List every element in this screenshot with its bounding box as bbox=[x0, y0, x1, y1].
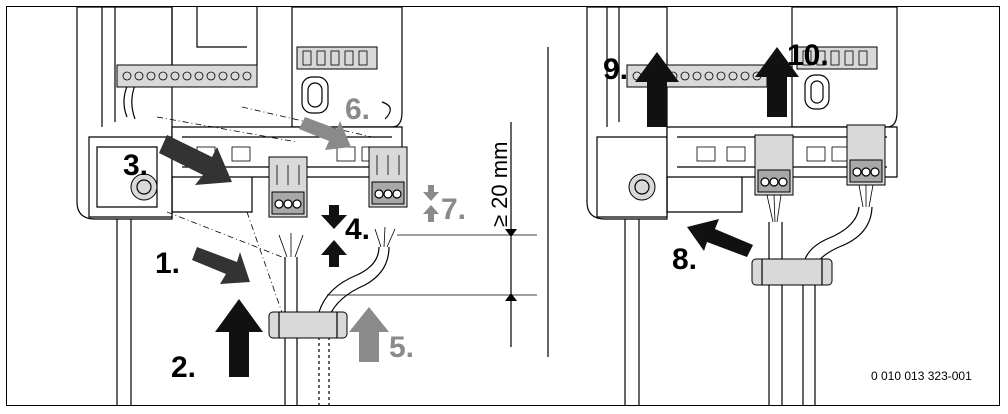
step-8-label: 8. bbox=[672, 243, 697, 276]
housing-right bbox=[586, 7, 898, 220]
arrow-step-4-down bbox=[321, 205, 347, 229]
step-6-label: 6. bbox=[345, 93, 370, 126]
step-7-label: 7. bbox=[441, 193, 466, 226]
arrow-step-5 bbox=[349, 307, 389, 362]
step-9-label: 9. bbox=[603, 53, 628, 86]
arrow-step-10 bbox=[755, 47, 799, 117]
arrow-step-7-up bbox=[423, 205, 439, 222]
arrow-step-9 bbox=[635, 52, 679, 127]
figure-frame: ≥ 20 mm 3. 1. 2. 4. 5. 6. 7. bbox=[6, 6, 1000, 406]
arrow-step-6 bbox=[299, 117, 351, 150]
step-5-label: 5. bbox=[389, 331, 414, 364]
left-panel: ≥ 20 mm 3. 1. 2. 4. 5. 6. 7. bbox=[76, 7, 537, 405]
dimension-marker bbox=[327, 122, 537, 347]
dimension-label: ≥ 20 mm bbox=[487, 142, 512, 227]
terminal-block-4 bbox=[846, 124, 886, 186]
figure-id: 0 010 013 323-001 bbox=[871, 369, 972, 383]
right-panel: 9. 10. 8. 0 010 013 323-001 bbox=[586, 7, 972, 405]
step-2-label: 2. bbox=[171, 351, 196, 384]
terminal-block-2 bbox=[368, 146, 408, 208]
cable-2 bbox=[318, 226, 396, 405]
step-4-label: 4. bbox=[345, 213, 370, 246]
step-10-label: 10. bbox=[787, 39, 829, 72]
step-3-label: 3. bbox=[123, 149, 148, 182]
grommet-left bbox=[268, 311, 348, 339]
step-1-label: 1. bbox=[155, 247, 180, 280]
arrow-step-7-down bbox=[423, 185, 439, 201]
cable-3 bbox=[766, 194, 783, 405]
grommet-right bbox=[751, 258, 833, 286]
arrow-step-3 bbox=[159, 135, 232, 185]
terminal-block-1 bbox=[268, 156, 308, 218]
arrow-step-1 bbox=[192, 247, 250, 284]
arrow-step-8 bbox=[687, 219, 753, 257]
arrow-step-2 bbox=[215, 299, 263, 377]
cable-4 bbox=[802, 184, 874, 405]
installation-diagram: ≥ 20 mm 3. 1. 2. 4. 5. 6. 7. bbox=[76, 7, 972, 405]
housing-wall-right bbox=[624, 219, 640, 405]
arrow-step-4-up bbox=[321, 240, 347, 267]
terminal-block-3 bbox=[754, 134, 794, 196]
housing-wall bbox=[116, 219, 132, 405]
